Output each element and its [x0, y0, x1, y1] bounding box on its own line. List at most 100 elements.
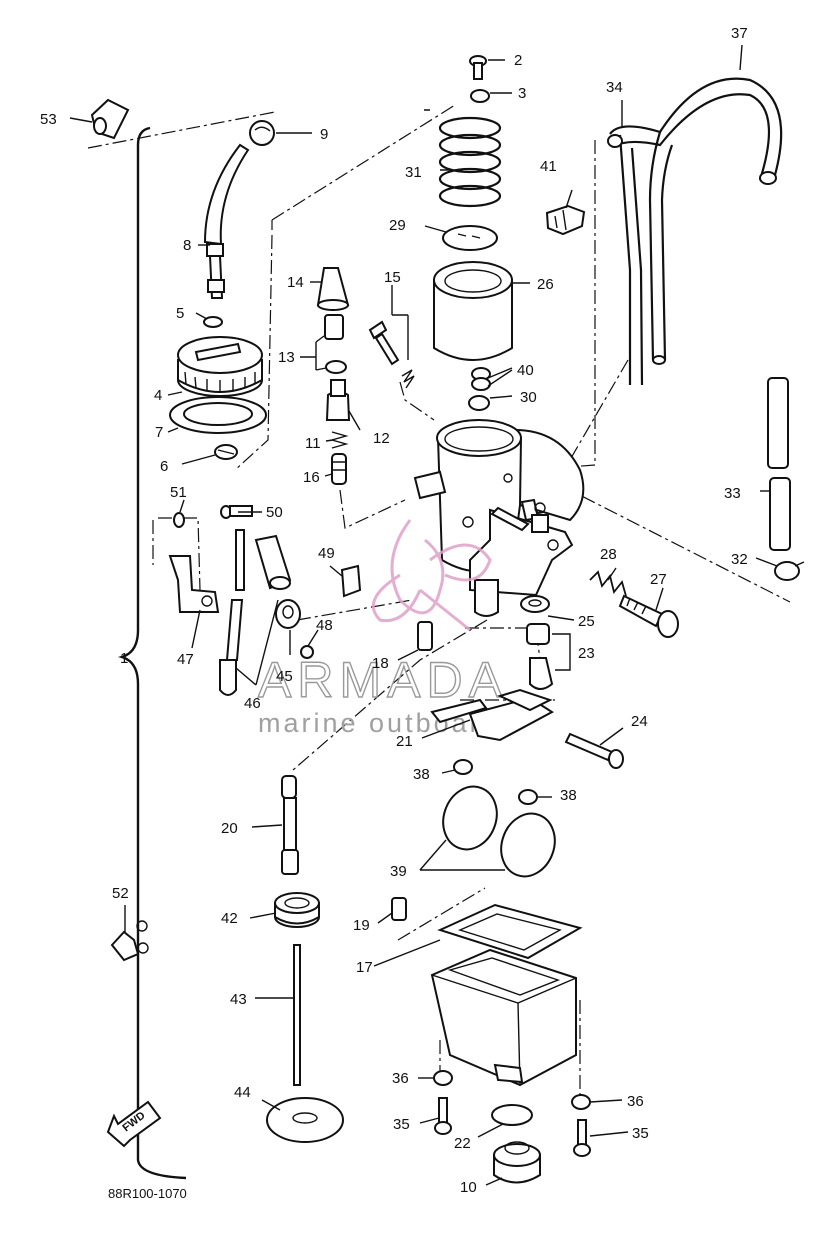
part-38-cap-b: [518, 789, 538, 805]
label-51: 51: [170, 484, 187, 501]
part-51-clip: [173, 512, 185, 528]
label-8: 8: [183, 237, 191, 254]
part-10-drain-plug: [493, 1141, 541, 1184]
part-17-gasket: [437, 903, 583, 960]
label-36: 36: [627, 1093, 644, 1110]
part-28-spring: [589, 570, 627, 597]
part-44-disc: [266, 1097, 344, 1143]
part-18-main-jet: [417, 621, 433, 651]
part-41-clamp: [545, 204, 586, 236]
leader-lines: [69, 44, 778, 1186]
label-48: 48: [316, 617, 333, 634]
diagram-code: 88R100-1070: [108, 1186, 187, 1201]
part-34-hose: [607, 134, 644, 386]
part-42-collar: [274, 892, 320, 928]
label-2: 2: [514, 52, 522, 69]
label-32: 32: [731, 551, 748, 568]
watermark-title: ARMADA: [258, 652, 508, 708]
part-48-o-ring: [300, 645, 314, 659]
fwd-arrow: FWD: [106, 1100, 162, 1148]
label-49: 49: [318, 545, 335, 562]
label-16: 16: [303, 469, 320, 486]
label-17: 17: [356, 959, 373, 976]
label-5: 5: [176, 305, 184, 322]
part-8-hose: [203, 143, 250, 299]
part-22-o-ring: [491, 1104, 533, 1126]
label-38: 38: [413, 766, 430, 783]
part-labels: 1 2 3 4 5 6 7 8 9 10 11 12 13 14 15 16 1…: [40, 25, 748, 1196]
label-20: 20: [221, 820, 238, 837]
label-14: 14: [287, 274, 304, 291]
part-14-needle: [316, 267, 350, 311]
label-9: 9: [320, 126, 328, 143]
reference-lines: [87, 104, 791, 1095]
label-13: 13: [278, 349, 295, 366]
part-36-washer-b: [571, 1094, 591, 1110]
label-40: 40: [517, 362, 534, 379]
part-24-pin: [564, 732, 624, 769]
part-40-caps: [471, 367, 491, 391]
label-43: 43: [230, 991, 247, 1008]
part-53-sleeve: [90, 98, 130, 140]
part-38-cap-a: [453, 759, 473, 775]
part-31-spring: [438, 116, 502, 208]
label-52: 52: [112, 885, 129, 902]
label-29: 29: [389, 217, 406, 234]
label-38: 38: [560, 787, 577, 804]
label-53: 53: [40, 111, 57, 128]
label-36: 36: [392, 1070, 409, 1087]
part-6-plate: [214, 444, 238, 460]
label-1: 1: [120, 650, 128, 667]
label-6: 6: [160, 458, 168, 475]
part-21-float: [430, 688, 554, 742]
label-41: 41: [540, 158, 557, 175]
part-13-clip-set: [324, 314, 347, 374]
part-23-float-valve: [526, 623, 554, 690]
part-50-bolt: [220, 505, 253, 519]
part-9-cap: [249, 120, 275, 146]
label-45: 45: [276, 668, 293, 685]
part-26-throttle-valve: [433, 261, 513, 361]
part-5-o-ring: [203, 316, 223, 328]
part-39-leader: [419, 839, 505, 871]
label-18: 18: [372, 655, 389, 672]
label-21: 21: [396, 733, 413, 750]
label-33: 33: [724, 485, 741, 502]
part-4-mixing-chamber-top: [177, 336, 263, 397]
part-7-gasket: [169, 396, 267, 434]
label-39: 39: [390, 863, 407, 880]
label-31: 31: [405, 164, 422, 181]
float-chamber: [430, 948, 577, 1087]
part-16-pilot-jet: [331, 453, 347, 485]
label-3: 3: [518, 85, 526, 102]
watermark: ARMADA marine outboards: [257, 519, 513, 738]
part-47-bracket: [168, 555, 220, 613]
part-25-washer: [520, 595, 550, 613]
label-28: 28: [600, 546, 617, 563]
part-32-cap: [774, 561, 805, 581]
part-15-pilot-screw: [368, 320, 415, 389]
part-33-hose-pair: [767, 377, 791, 551]
part-37-hose: [609, 77, 783, 365]
part-27-screw: [618, 594, 679, 638]
label-44: 44: [234, 1084, 251, 1101]
label-34: 34: [606, 79, 623, 96]
label-25: 25: [578, 613, 595, 630]
label-15: 15: [384, 269, 401, 286]
part-12-jet: [325, 379, 351, 421]
label-46: 46: [244, 695, 261, 712]
part-39-floats: [442, 785, 556, 878]
part-3-washer: [470, 89, 490, 103]
label-50: 50: [266, 504, 283, 521]
part-43-rod: [293, 944, 301, 1086]
watermark-logo: [371, 519, 492, 632]
part-46-hose: [219, 529, 292, 696]
label-37: 37: [731, 25, 748, 42]
part-52-fitting: [110, 920, 149, 962]
part-2-screw: [469, 55, 487, 80]
label-23: 23: [578, 645, 595, 662]
label-30: 30: [520, 389, 537, 406]
label-27: 27: [650, 571, 667, 588]
